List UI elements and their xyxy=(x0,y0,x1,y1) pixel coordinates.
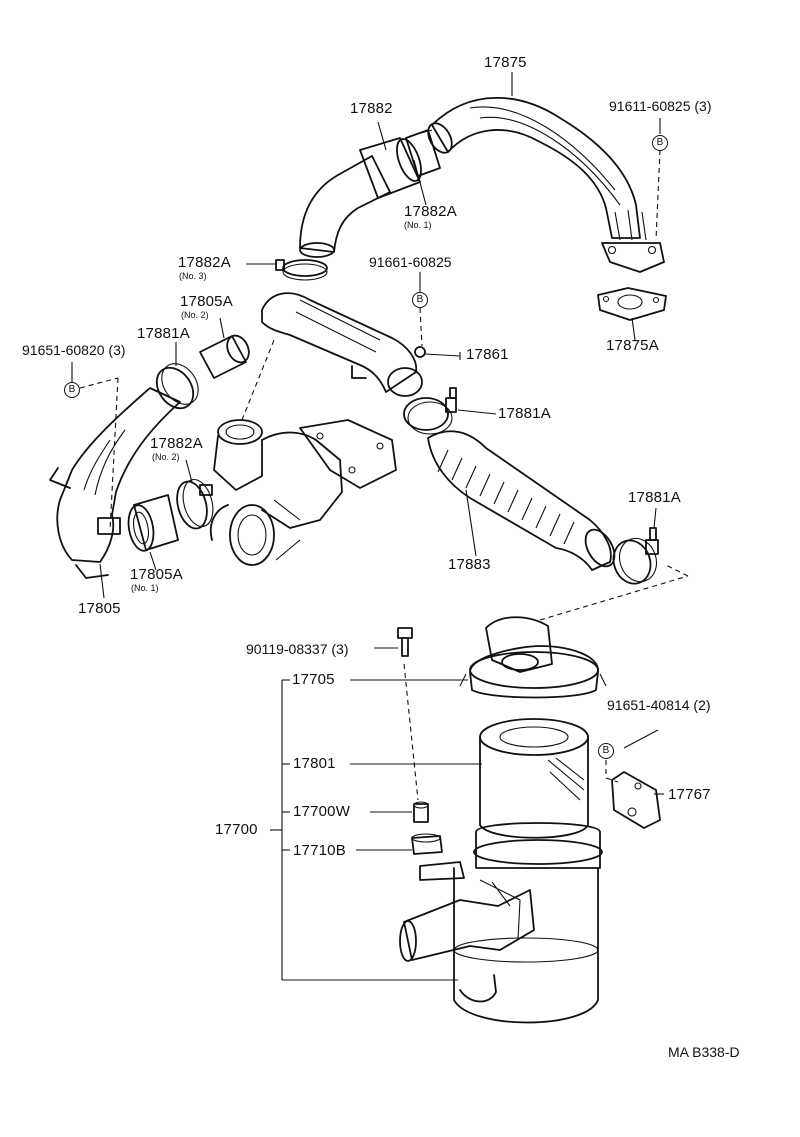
bolt-90119-drawing xyxy=(397,627,413,657)
diagram-code: MA B338-D xyxy=(668,1044,740,1060)
note-no1-upper: (No. 1) xyxy=(404,220,432,230)
label-17875a: 17875A xyxy=(606,337,659,354)
label-17882: 17882 xyxy=(350,100,393,117)
label-17801: 17801 xyxy=(293,755,336,772)
clamp-17882a-no3-drawing xyxy=(275,259,328,281)
turbocharger-drawing xyxy=(209,419,397,566)
label-17882a-no3: 17882A xyxy=(178,254,231,271)
label-17710b: 17710B xyxy=(293,842,346,859)
label-17881a-mid: 17881A xyxy=(498,405,551,422)
label-17881a-right: 17881A xyxy=(628,489,681,506)
air-cleaner-17700-drawing xyxy=(399,616,607,1024)
marker-b-icon: B xyxy=(652,135,668,151)
label-17861: 17861 xyxy=(466,346,509,363)
sleeve-17805a-no2-drawing xyxy=(199,334,250,379)
label-17875: 17875 xyxy=(484,54,527,71)
label-17883: 17883 xyxy=(448,556,491,573)
gasket-17875a-drawing xyxy=(597,287,667,321)
label-17705: 17705 xyxy=(292,671,335,688)
label-17805a-no2: 17805A xyxy=(180,293,233,310)
label-91661-60825: 91661-60825 xyxy=(369,254,452,270)
clamp-17881a-left-drawing xyxy=(155,363,199,410)
label-17881a-left: 17881A xyxy=(137,325,190,342)
clamp-17881a-mid-drawing xyxy=(403,387,457,435)
hose-17882-drawing xyxy=(299,129,441,258)
sleeve-17805a-no1-drawing xyxy=(127,494,179,552)
label-90119-08337: 90119-08337 (3) xyxy=(246,641,349,657)
part-17710b-drawing xyxy=(411,833,443,855)
note-no1-lower: (No. 1) xyxy=(131,583,159,593)
clamp-17881a-right-drawing xyxy=(612,527,659,585)
marker-b-icon: B xyxy=(64,382,80,398)
duct-17805-drawing xyxy=(49,387,181,579)
label-17767: 17767 xyxy=(668,786,711,803)
label-17805: 17805 xyxy=(78,600,121,617)
label-17882a-no2: 17882A xyxy=(150,435,203,452)
leader-lines xyxy=(71,72,689,981)
pipe-17875-drawing xyxy=(427,97,665,273)
label-17700: 17700 xyxy=(215,821,258,838)
part-17700w-drawing xyxy=(413,801,429,823)
pipe-17861-drawing xyxy=(261,292,426,397)
label-17805a-no1: 17805A xyxy=(130,566,183,583)
note-no2-lower: (No. 2) xyxy=(152,452,180,462)
label-91651-40814: 91651-40814 (2) xyxy=(607,697,711,713)
bracket-17767-drawing xyxy=(611,771,661,829)
marker-b-icon: B xyxy=(598,743,614,759)
hose-17883-drawing xyxy=(427,430,616,571)
marker-b-icon: B xyxy=(412,292,428,308)
label-17700w: 17700W xyxy=(293,803,351,820)
label-17882a-no1: 17882A xyxy=(404,203,457,220)
label-91651-60820: 91651-60820 (3) xyxy=(22,342,126,358)
note-no3: (No. 3) xyxy=(179,271,207,281)
note-no2-upper: (No. 2) xyxy=(181,310,209,320)
label-91611-60825: 91611-60825 (3) xyxy=(609,98,712,114)
